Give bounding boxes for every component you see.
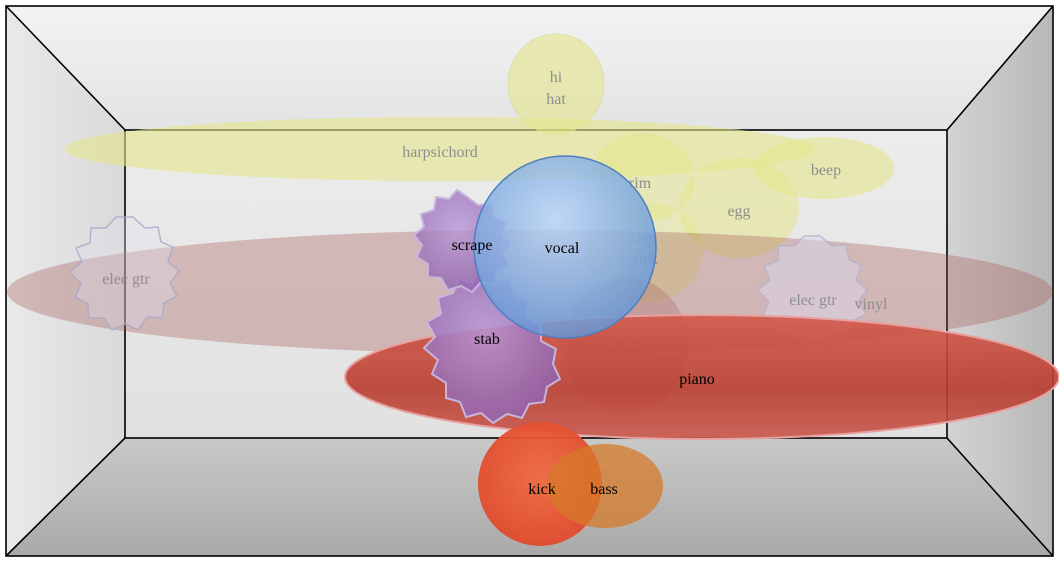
- egg-label: egg: [727, 203, 750, 220]
- egg-bubble: [679, 158, 799, 258]
- room-edge-bottom-left: [5, 437, 126, 557]
- kick-label: kick: [528, 481, 556, 498]
- front-layer: [344, 155, 1059, 546]
- room-edge-top-left: [5, 5, 126, 131]
- scrape-label: scrape: [452, 237, 493, 254]
- hi-hat-label-line1: hi: [550, 69, 563, 86]
- room-right-wall: [947, 6, 1053, 556]
- room-outer-frame: [5, 5, 1054, 557]
- hi-hat-label-line2: hat: [546, 91, 566, 108]
- harpsichord-label: harpsichord: [402, 144, 478, 161]
- bass-bubble: [547, 444, 663, 528]
- vinyl-label: vinyl: [855, 296, 888, 313]
- room-edge-top-right: [946, 5, 1054, 131]
- piano-label: piano: [679, 371, 715, 388]
- beep-label: beep: [811, 162, 841, 179]
- vocal-bubble: [473, 155, 657, 339]
- elec-gtr-left-label: elec gtr: [102, 271, 150, 288]
- front-labels: scrape vocal stab piano kick bass: [452, 237, 715, 498]
- elec-gtr-left-shape: [68, 216, 181, 331]
- stab-label: stab: [474, 331, 500, 348]
- elec-gtr-right-label: elec gtr: [789, 292, 837, 309]
- room-edge-bottom-right: [946, 437, 1054, 557]
- bass-label: bass: [590, 481, 618, 498]
- vocal-label: vocal: [545, 240, 580, 257]
